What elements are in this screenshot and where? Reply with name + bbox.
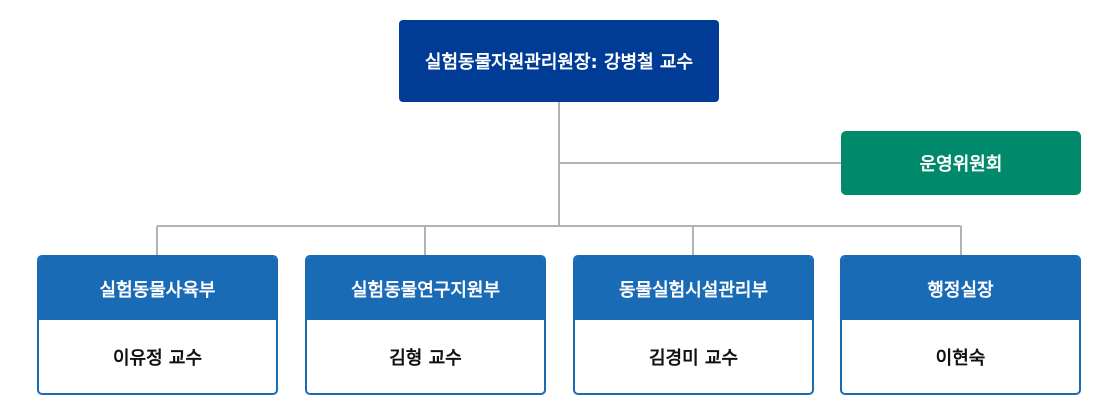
- department-head: 김경미 교수: [648, 347, 739, 369]
- department-research-support: 실험동물연구지원부 김형 교수: [305, 255, 546, 395]
- department-title: 실험동물연구지원부: [307, 257, 544, 320]
- department-title: 동물실험시설관리부: [575, 257, 812, 320]
- department-head: 이현숙: [935, 347, 986, 369]
- department-title: 행정실장: [842, 257, 1079, 320]
- director-box: 실험동물자원관리원장: 강병철 교수: [399, 20, 719, 102]
- committee-box: 운영위원회: [841, 131, 1081, 195]
- department-title: 실험동물사육부: [39, 257, 276, 320]
- department-animal-husbandry: 실험동물사육부 이유정 교수: [37, 255, 278, 395]
- department-facility-management: 동물실험시설관리부 김경미 교수: [573, 255, 814, 395]
- committee-label: 운영위원회: [919, 154, 1003, 175]
- department-head: 김형 교수: [389, 347, 462, 369]
- director-label: 실험동물자원관리원장: 강병철 교수: [424, 52, 694, 73]
- department-head: 이유정 교수: [112, 347, 203, 369]
- department-administration: 행정실장 이현숙: [840, 255, 1081, 395]
